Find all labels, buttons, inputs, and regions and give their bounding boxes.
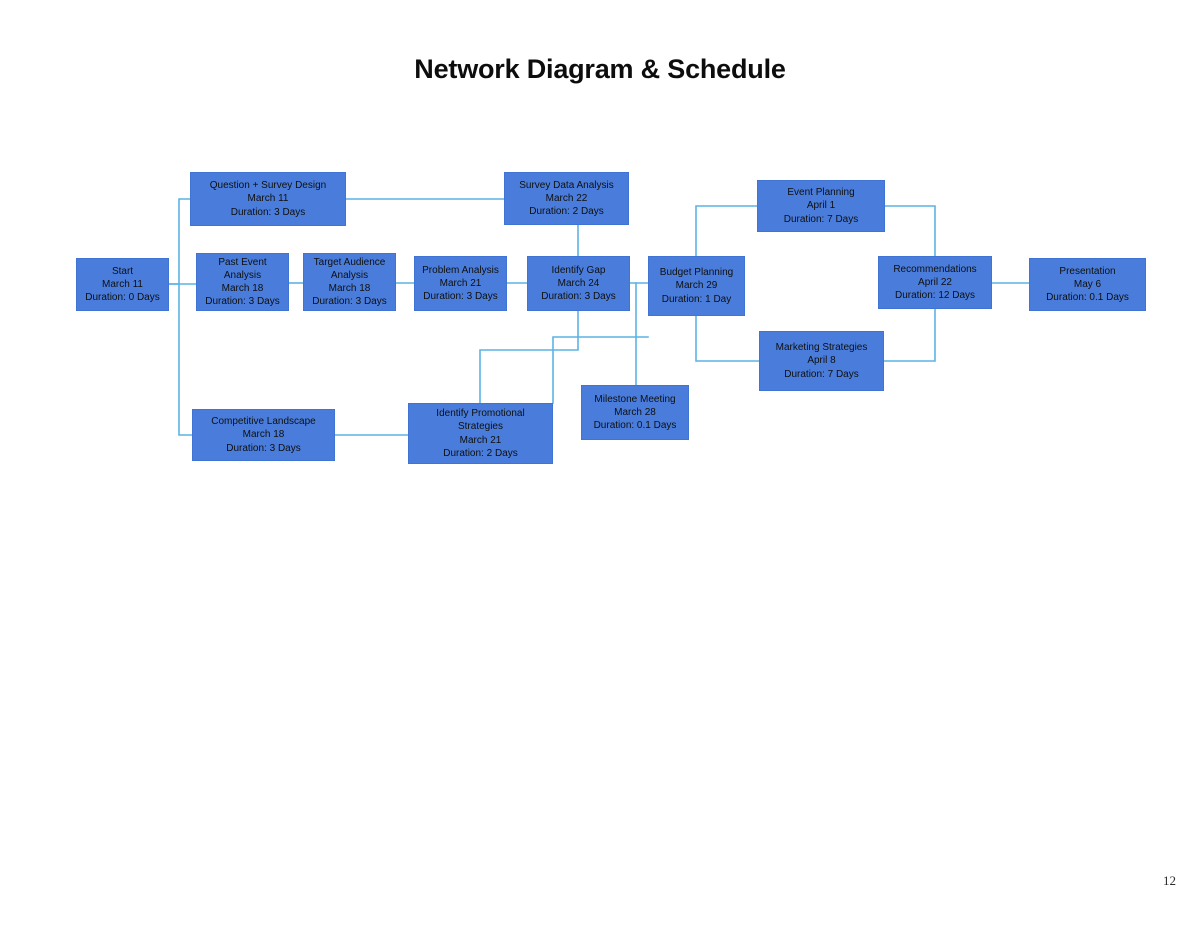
node-date: May 6: [1073, 278, 1102, 290]
node-duration: Duration: 3 Days: [226, 442, 301, 454]
node-title: Event Planning: [787, 187, 855, 199]
node-title: Start: [111, 265, 134, 277]
node-title: Survey Data Analysis: [519, 179, 614, 191]
connector-marketing-strategies-to-recommendations: [883, 308, 936, 362]
node-title: Presentation: [1059, 265, 1116, 277]
node-duration: Duration: 2 Days: [529, 206, 604, 218]
node-duration: Duration: 0 Days: [85, 292, 160, 304]
node-title: Question + Survey Design: [209, 180, 327, 192]
connector-start-to-question-survey-design: [168, 198, 191, 285]
node-title: Recommendations: [893, 263, 977, 275]
node-date: March 18: [328, 283, 371, 294]
node-date: April 22: [918, 276, 952, 288]
node-title: Identify Gap: [551, 264, 606, 276]
node-duration: Duration: 12 Days: [894, 290, 976, 302]
connector-start-to-competitive-landscape: [178, 283, 193, 436]
node-date: March 24: [557, 277, 600, 289]
node-duration: Duration: 7 Days: [784, 368, 859, 380]
connector-budget-planning-to-event-planning: [695, 205, 758, 257]
node-date: March 28: [614, 406, 656, 418]
page-title: Network Diagram & Schedule: [414, 54, 786, 84]
node-date: March 11: [247, 193, 289, 205]
node-duration: Duration: 3 Days: [541, 291, 616, 303]
node-date: April 1: [806, 200, 836, 212]
node-duration: Duration: 0.1 Days: [1046, 292, 1129, 304]
node-date: March 18: [242, 429, 285, 441]
connector-budget-planning-to-marketing-strategies: [695, 315, 760, 362]
node-duration: Duration: 1 Day: [661, 293, 732, 305]
node-duration: Duration: 3 Days: [423, 291, 498, 303]
node-duration: Duration: 7 Days: [783, 213, 859, 225]
node-duration: Duration: 3 Days: [230, 206, 306, 218]
node-date: March 21: [459, 434, 502, 446]
page-number: 12: [1163, 873, 1176, 888]
node-duration: Duration: 2 Days: [443, 447, 518, 459]
node-duration: Duration: 0.1 Days: [593, 420, 677, 432]
node-title: Problem Analysis: [422, 264, 499, 276]
node-duration: Duration: 3 Days: [312, 296, 387, 308]
node-date: March 11: [102, 278, 143, 290]
node-duration: Duration: 3 Days: [205, 296, 280, 308]
node-title: Milestone Meeting: [594, 393, 676, 405]
node-title: Marketing Strategies: [775, 342, 868, 354]
node-title: Target Audience Analysis: [313, 256, 386, 281]
node-title: Identify Promotional Strategies: [436, 408, 525, 433]
node-date: April 8: [807, 355, 836, 367]
node-title: Competitive Landscape: [211, 416, 316, 428]
node-title: Past Event Analysis: [218, 256, 267, 281]
connector-event-planning-to-recommendations: [884, 205, 936, 257]
node-date: March 29: [675, 280, 718, 292]
connector-identify-gap-to-identify-promotional-strategies: [479, 310, 579, 404]
node-date: March 18: [221, 283, 264, 294]
node-date: March 21: [439, 277, 482, 289]
node-title: Budget Planning: [659, 267, 734, 279]
node-date: March 22: [545, 192, 588, 204]
